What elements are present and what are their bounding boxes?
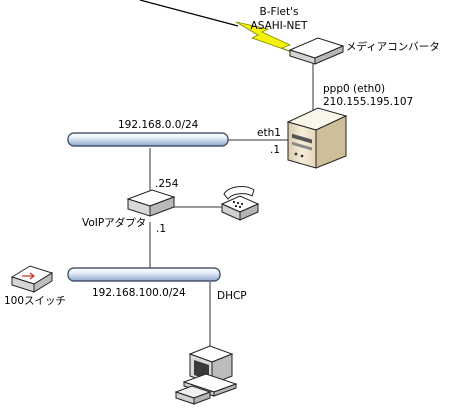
voip-adapter-icon[interactable] xyxy=(126,189,176,217)
server-wan-interface-label: ppp0 (eth0) xyxy=(323,83,386,95)
server-icon[interactable] xyxy=(286,107,348,169)
server-wan-ip-label: 210.155.195.107 xyxy=(323,96,414,108)
lightning-bolt-icon xyxy=(235,21,301,56)
server-lan-interface-label: eth1 xyxy=(257,127,281,139)
dhcp-label: DHCP xyxy=(217,290,247,302)
lower-network-address: 192.168.100.0/24 xyxy=(92,287,186,299)
internet-cable xyxy=(139,0,239,27)
voip-adapter-label: VoIPアダプタ xyxy=(82,217,147,229)
server-lan-host-label: .1 xyxy=(270,144,281,156)
media-converter-label: メディアコンバータ xyxy=(346,41,440,53)
upper-network-address: 192.168.0.0/24 xyxy=(118,119,199,131)
voip-upper-host-label: .254 xyxy=(155,178,179,190)
telephone-icon[interactable] xyxy=(220,186,260,221)
voip-lower-host-label: .1 xyxy=(156,223,167,235)
switch-label: 100スイッチ xyxy=(4,295,67,307)
internet-provider-label-line2: ASAHI-NET xyxy=(250,20,308,32)
upper-network-bus xyxy=(67,132,229,147)
media-converter-icon[interactable] xyxy=(288,37,345,65)
computer-icon[interactable] xyxy=(174,345,238,405)
connection-lines xyxy=(149,62,314,350)
lower-network-bus xyxy=(67,267,221,282)
internet-link xyxy=(139,0,301,56)
internet-provider-label-line1: B-Flet's xyxy=(259,6,299,18)
switch-icon[interactable] xyxy=(10,265,54,293)
